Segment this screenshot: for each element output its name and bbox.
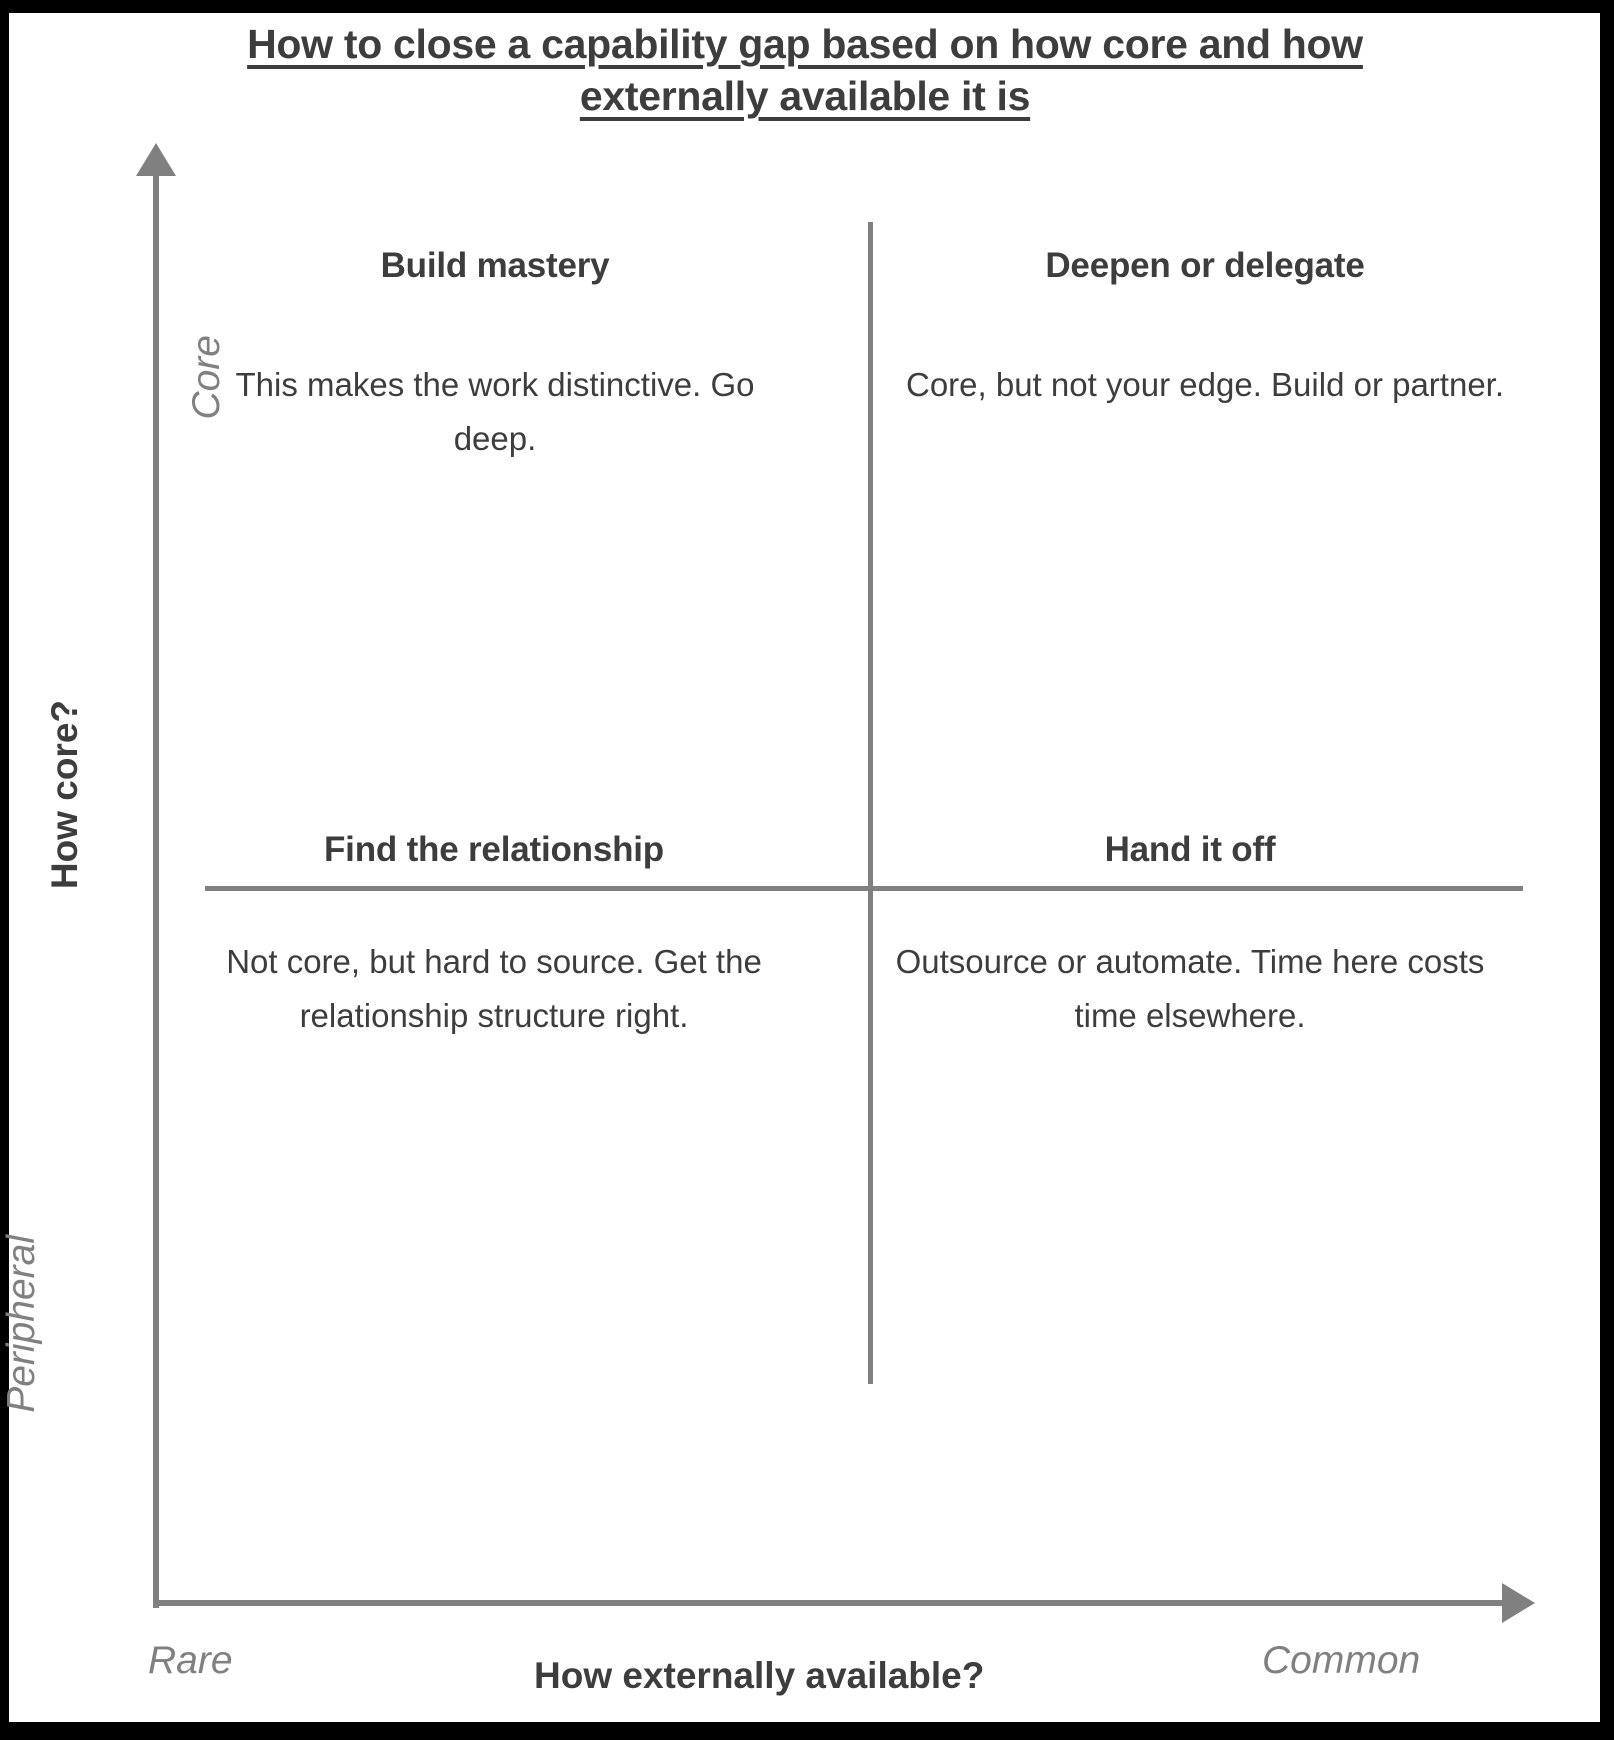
- quadrant-bottom-right-title: Hand it off: [1104, 830, 1276, 869]
- quadrant-top-left: Build mastery This makes the work distin…: [215, 246, 775, 466]
- quadrant-top-right-body: Core, but not your edge. Build or partne…: [905, 366, 1505, 403]
- y-axis-low-label: Peripheral: [0, 1235, 43, 1413]
- x-axis-low-label: Rare: [148, 1639, 233, 1682]
- quadrant-bottom-left-body: Not core, but hard to source. Get the re…: [226, 943, 762, 1034]
- diagram-title: How to close a capability gap based on h…: [247, 21, 1363, 120]
- frame-border-left: [0, 0, 9, 1740]
- x-axis-high-label: Common: [1262, 1639, 1421, 1682]
- quadrant-top-right: Deepen or delegate Core, but not your ed…: [895, 246, 1515, 412]
- quadrant-top-right-title: Deepen or delegate: [1045, 246, 1365, 285]
- x-axis-line: [153, 1600, 1508, 1606]
- x-axis-arrowhead-icon: [1502, 1583, 1535, 1623]
- quadrant-divider-vertical: [868, 222, 873, 1384]
- quadrant-bottom-left: Find the relationship Not core, but hard…: [200, 830, 788, 1043]
- quadrant-bottom-right: Hand it off Outsource or automate. Time …: [880, 830, 1500, 1043]
- frame-border-bottom: [0, 1722, 1614, 1740]
- quadrant-divider-horizontal: [205, 886, 1523, 891]
- frame-border-right: [1600, 0, 1614, 1740]
- x-axis-title: How externally available?: [534, 1655, 985, 1696]
- quadrant-top-left-title: Build mastery: [380, 246, 610, 285]
- y-axis-arrowhead-icon: [136, 143, 176, 176]
- quadrant-top-left-body: This makes the work distinctive. Go deep…: [235, 366, 755, 457]
- y-axis-line: [153, 168, 159, 1608]
- quadrant-bottom-right-body: Outsource or automate. Time here costs t…: [895, 943, 1485, 1034]
- y-axis-title: How core?: [44, 700, 85, 890]
- frame-border-top: [0, 0, 1614, 13]
- quadrant-bottom-left-title: Find the relationship: [324, 830, 664, 869]
- y-axis-high-label: Core: [185, 335, 228, 420]
